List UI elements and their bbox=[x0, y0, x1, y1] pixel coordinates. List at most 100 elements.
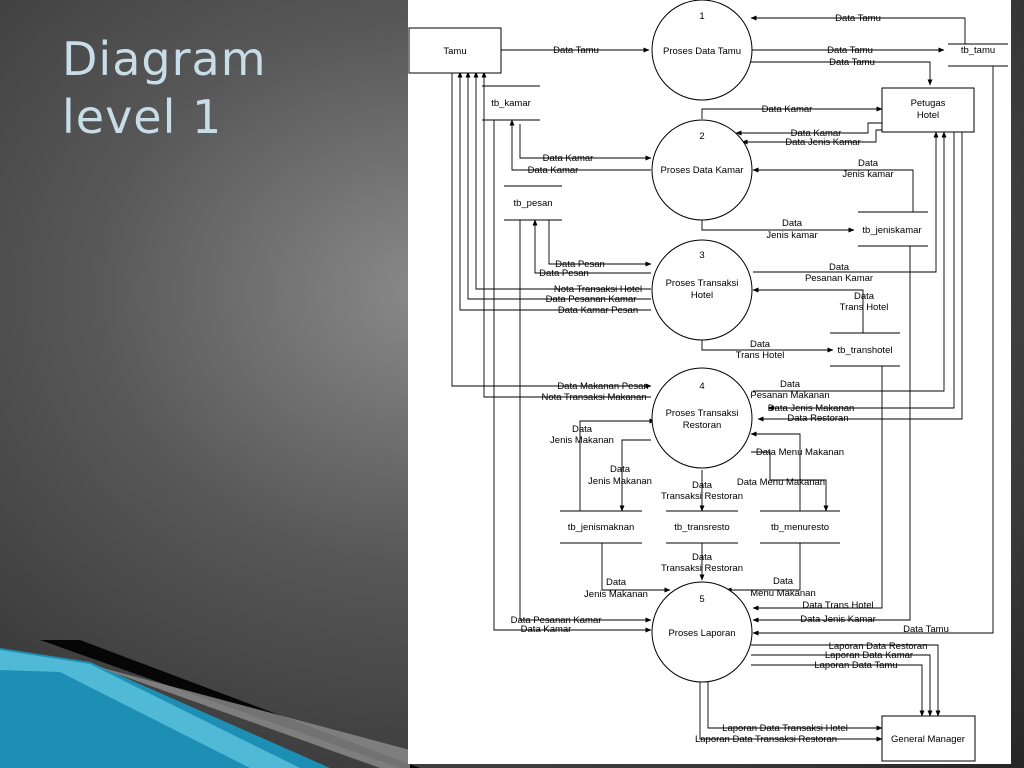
flow-label-tbkamar-p2: Data Kamar bbox=[543, 153, 594, 164]
process-4: 4 Proses Transaksi Restoran bbox=[651, 367, 753, 469]
process-4-number: 4 bbox=[699, 381, 704, 392]
process-3-number: 3 bbox=[699, 250, 704, 261]
flow-label-petugas-p4-resto: Data Restoran bbox=[787, 413, 848, 424]
flow-label-p4-menuresto: Data Menu Makanan bbox=[737, 477, 825, 488]
process-3-circle bbox=[651, 239, 753, 341]
process-4-label-1: Proses Transaksi bbox=[666, 408, 739, 419]
process-1: 1 Proses Data Tamu bbox=[651, 0, 753, 101]
flow-label-petugas-p2-kamar: Data Kamar bbox=[791, 128, 842, 139]
data-store-lines bbox=[482, 43, 1008, 544]
process-2-circle bbox=[651, 119, 753, 221]
flow-label-p2-jeniskamar-2: Jenis kamar bbox=[766, 230, 817, 241]
flow-label-tbtamu-p1: Data Tamu bbox=[835, 13, 881, 24]
flow-label-p5-gm-tamu: Laporan Data Tamu bbox=[814, 660, 897, 671]
flow-label-jenismakan-p5-1: Data bbox=[606, 577, 627, 588]
flow-label-transhotel-p3-1: Data bbox=[854, 291, 875, 302]
flow-label-p3-tbpesan: Data Pesan bbox=[539, 268, 589, 279]
flow-label-jenismakan-p4-2: Jenis Makanan bbox=[550, 435, 614, 446]
flow-label-p5-gm-restoran: Laporan Data Restoran bbox=[829, 641, 928, 652]
flow-label-p4-jenismakan-2: Jenis Makanan bbox=[588, 476, 652, 487]
flow-label-jeniskamar-p2-1: Data bbox=[858, 158, 879, 169]
process-4-circle bbox=[651, 367, 753, 469]
flow-label-p3-petugas-1: Data bbox=[829, 262, 850, 273]
flow-label-tbpesan-p3: Data Pesan bbox=[555, 259, 605, 270]
flow-label-petugas-p2-jenis: Data Jenis Kamar bbox=[785, 137, 861, 148]
process-5-label: Proses Laporan bbox=[668, 628, 735, 639]
store-tb-menuresto: tb_menuresto bbox=[771, 522, 829, 533]
flow-label-p4-petugas-2: Pesanan Makanan bbox=[750, 390, 829, 401]
flow-label-jenismakan-p4-1: Data bbox=[572, 424, 593, 435]
entity-tamu-box bbox=[408, 27, 502, 74]
flow-label-p3-tamu-kamarpesan: Data Kamar Pesan bbox=[558, 305, 638, 316]
flow-label-menuresto-p5-2: Menu Makanan bbox=[750, 588, 815, 599]
process-1-number: 1 bbox=[699, 11, 704, 22]
process-2-number: 2 bbox=[699, 131, 704, 142]
process-5-number: 5 bbox=[699, 594, 704, 605]
flow-label-p2-tbkamar: Data Kamar bbox=[528, 165, 579, 176]
flow-label-p1-petugas: Data Tamu bbox=[829, 57, 875, 68]
flow-label-tamu-p1: Data Tamu bbox=[553, 45, 599, 56]
process-1-label: Proses Data Tamu bbox=[663, 46, 741, 57]
entity-gm-label: General Manager bbox=[891, 734, 965, 745]
entity-general-manager: General Manager bbox=[881, 715, 976, 762]
entity-gm-box bbox=[881, 715, 976, 762]
entity-tamu: Tamu bbox=[408, 27, 502, 74]
flow-label-jeniskamar-p5: Data Jenis Kamar bbox=[800, 614, 876, 625]
flow-label-p3-tamu-pesanan: Data Pesanan Kamar bbox=[546, 294, 637, 305]
flow-label-p5-gm-transresto: Laporan Data Transaksi Restoran bbox=[695, 734, 837, 745]
decorative-swoosh bbox=[0, 640, 420, 768]
flow-label-p2-petugas: Data Kamar bbox=[762, 104, 813, 115]
store-tb-transhotel: tb_transhotel bbox=[838, 345, 893, 356]
entity-petugas-hotel: Petugas Hotel bbox=[881, 87, 975, 133]
slide-title-line2: level 1 bbox=[62, 90, 223, 144]
flow-label-p4-transresto-2: Transaksi Restoran bbox=[661, 491, 743, 502]
flow-label-p4-jenismakan-1: Data bbox=[610, 464, 631, 475]
flow-label-menuresto-p5-1: Data bbox=[773, 576, 794, 587]
flow-labels: Data Tamu Data Tamu Data Tamu Data Tamu … bbox=[511, 13, 949, 745]
flow-label-p5-gm-transhotel: Laporan Data Transaksi Hotel bbox=[722, 723, 848, 734]
process-4-label-2: Restoran bbox=[683, 420, 722, 431]
flow-label-tbpesan-p5: Data Pesanan Kamar bbox=[511, 615, 602, 626]
store-tb-transresto: tb_transresto bbox=[674, 522, 729, 533]
flow-label-p1-tbtamu: Data Tamu bbox=[827, 45, 873, 56]
flow-label-transhotel-p3-2: Trans Hotel bbox=[840, 302, 889, 313]
flow-label-p2-jeniskamar-1: Data bbox=[782, 218, 803, 229]
flow-label-p5-gm-kamar: Laporan Data Kamar bbox=[825, 650, 913, 661]
flow-label-p3-transhotel-2: Trans Hotel bbox=[736, 350, 785, 361]
flow-label-transhotel-p5: Data Trans Hotel bbox=[802, 600, 873, 611]
store-tb-jenismaknan: tb_jenismaknan bbox=[568, 522, 635, 533]
flow-label-p4-tamu: Nota Transaksi Makanan bbox=[541, 392, 646, 403]
data-flow-diagram: Tamu Petugas Hotel General Manager 1 Pro… bbox=[408, 0, 1008, 762]
entity-tamu-label: Tamu bbox=[443, 46, 466, 57]
flow-label-tbtamu-p5: Data Tamu bbox=[903, 624, 949, 635]
flow-label-p3-transhotel-1: Data bbox=[750, 339, 771, 350]
process-3-label-1: Proses Transaksi bbox=[666, 278, 739, 289]
slide-title-line1: Diagram bbox=[62, 32, 267, 86]
process-3: 3 Proses Transaksi Hotel bbox=[651, 239, 753, 341]
process-2: 2 Proses Data Kamar bbox=[651, 119, 753, 221]
store-tb-pesan: tb_pesan bbox=[513, 198, 552, 209]
flow-label-p4-petugas-1: Data bbox=[780, 379, 801, 390]
flow-label-tamu-p4: Data Makanan Pesan bbox=[557, 381, 648, 392]
flow-label-tbkamar-p5: Data Kamar bbox=[521, 624, 572, 635]
slide-title: Diagram level 1 bbox=[62, 30, 267, 146]
process-3-label-2: Hotel bbox=[691, 290, 713, 301]
flow-label-menuresto-p4: Data Menu Makanan bbox=[756, 447, 844, 458]
entity-petugas-label-1: Petugas bbox=[911, 98, 946, 109]
flow-label-transresto-p5-1: Data bbox=[692, 552, 713, 563]
flow-lines bbox=[451, 15, 994, 742]
entity-petugas-box bbox=[881, 87, 975, 133]
store-tb-tamu: tb_tamu bbox=[961, 45, 995, 56]
flow-label-p3-petugas-2: Pesanan Kamar bbox=[805, 273, 873, 284]
flow-label-jeniskamar-p2-2: Jenis kamar bbox=[842, 169, 893, 180]
flow-label-jenismakan-p5-2: Jenis Makanan bbox=[584, 589, 648, 600]
flow-label-p3-tamu-nota: Nota Transaksi Hotel bbox=[554, 284, 642, 295]
entity-petugas-label-2: Hotel bbox=[917, 110, 939, 121]
store-tb-jeniskamar: tb_jeniskamar bbox=[862, 225, 921, 236]
process-2-label: Proses Data Kamar bbox=[661, 165, 744, 176]
flow-label-petugas-p4-jenis: Data Jenis Makanan bbox=[768, 403, 855, 414]
process-5-circle bbox=[651, 581, 753, 683]
process-5: 5 Proses Laporan bbox=[651, 581, 753, 683]
store-tb-kamar: tb_kamar bbox=[491, 98, 531, 109]
process-1-circle bbox=[651, 0, 753, 101]
